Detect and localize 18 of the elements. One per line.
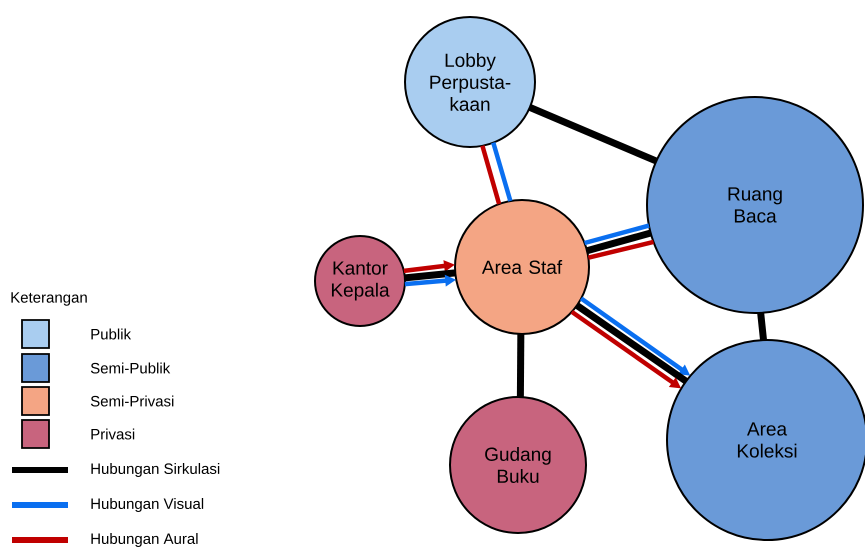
connector-line xyxy=(588,240,654,260)
connector-line xyxy=(516,334,524,398)
legend-heading: Keterangan xyxy=(11,292,87,306)
legend-label: Semi-Privasi xyxy=(90,396,174,406)
legend-label: Publik xyxy=(91,328,132,340)
connector-line xyxy=(586,230,652,254)
connector-line xyxy=(404,269,456,282)
legend-label: Hubungan Aural xyxy=(91,533,198,547)
connector-line xyxy=(528,104,658,164)
legend-label: Semi-Publik xyxy=(90,362,170,374)
connector-line xyxy=(584,223,650,246)
legend-label: Hubungan Visual xyxy=(91,498,204,512)
connector-line xyxy=(574,302,688,384)
legend-label: Hubungan Sirkulasi xyxy=(91,463,220,477)
connector-line xyxy=(491,142,513,202)
connector-line xyxy=(757,312,767,340)
connector-line xyxy=(480,145,502,205)
legend-label: Privasi xyxy=(91,428,134,440)
